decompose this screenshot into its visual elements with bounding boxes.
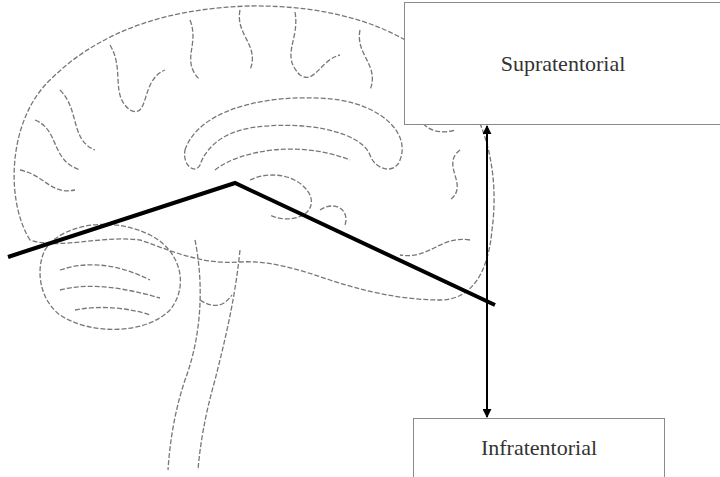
- double-arrow: [486, 126, 488, 417]
- region-label: Infratentorial: [481, 435, 597, 461]
- tentorium-line: [8, 183, 495, 305]
- region-box: Supratentorial: [404, 2, 720, 125]
- region-box: Infratentorial: [413, 418, 665, 477]
- region-label: Supratentorial: [501, 51, 626, 77]
